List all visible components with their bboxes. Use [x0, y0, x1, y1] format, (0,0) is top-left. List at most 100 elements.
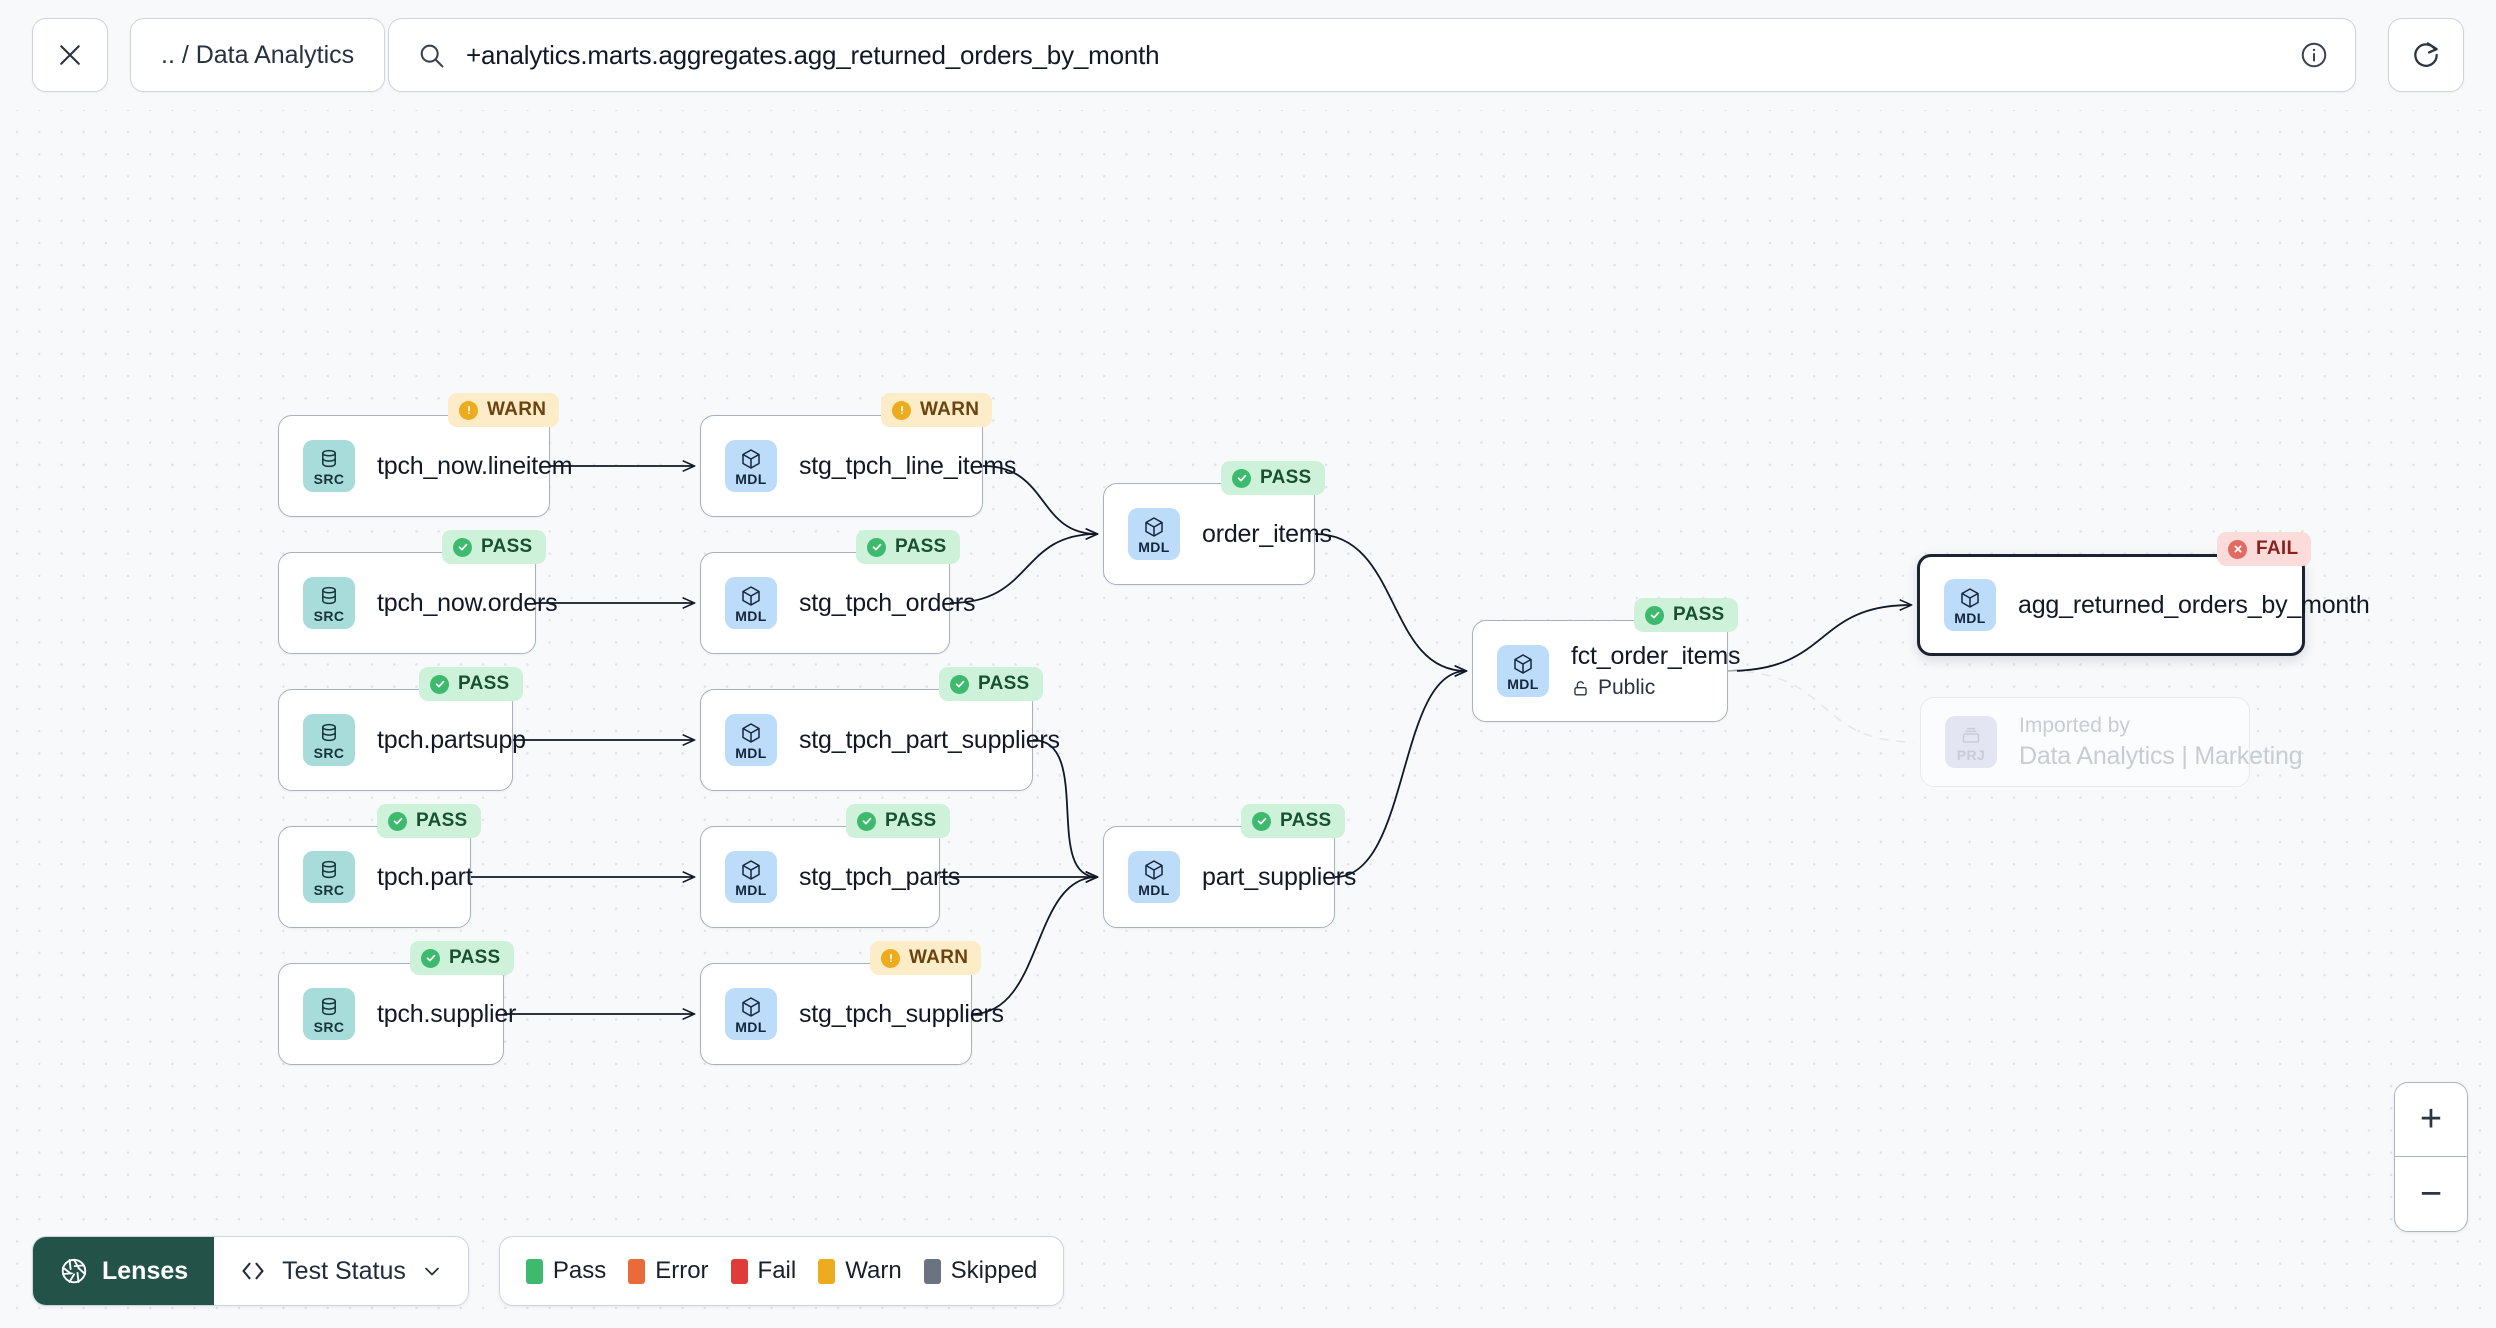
search-input[interactable]: +analytics.marts.aggregates.agg_returned… [466, 39, 1160, 70]
node-text: tpch.part [377, 862, 473, 892]
close-button[interactable] [32, 18, 108, 92]
legend-item-error[interactable]: Error [628, 1257, 709, 1285]
zoom-out-button[interactable]: − [2419, 1172, 2443, 1215]
lenses-label: Lenses [102, 1256, 189, 1285]
graph-node-order_items[interactable]: MDL order_items [1103, 483, 1332, 585]
graph-node-tpch_now_orders[interactable]: SRC tpch_now.orders [278, 552, 558, 654]
graph-node-agg_returned_orders[interactable]: MDL agg_returned_orders_by_month [1917, 554, 2370, 656]
edge-stg_tpch_part_sup-to-part_suppliers [1032, 739, 1097, 877]
legend-swatch-warn [818, 1258, 836, 1284]
node-type-label: SRC [313, 1018, 345, 1035]
graph-node-stg_tpch_parts[interactable]: MDL stg_tpch_parts [700, 826, 961, 928]
cube-icon [1145, 859, 1163, 880]
status-badge-fct_order_items: PASS [1634, 598, 1738, 632]
node-type-chip-mdl: MDL [725, 988, 777, 1040]
status-badge-tpch_now_orders: PASS [442, 530, 546, 564]
status-badge-label: PASS [978, 673, 1030, 694]
node-title: fct_order_items [1571, 642, 1741, 670]
legend-swatch-pass [525, 1258, 543, 1284]
status-badge-tpch_part: PASS [377, 804, 481, 838]
node-type-label: MDL [735, 607, 767, 624]
node-text: agg_returned_orders_by_month [2018, 591, 2370, 620]
search-bar[interactable]: +analytics.marts.aggregates.agg_returned… [388, 18, 2356, 92]
status-badge-stg_tpch_suppliers: WARN [870, 941, 982, 975]
node-type-chip-mdl: MDL [1128, 508, 1180, 560]
graph-node-tpch_now_lineitem[interactable]: SRC tpch_now.lineitem [278, 415, 573, 517]
test-status-dropdown[interactable]: Test Status [214, 1237, 468, 1305]
status-badge-label: PASS [449, 947, 501, 968]
node-title: stg_tpch_part_suppliers [799, 725, 1060, 754]
status-badge-stg_tpch_parts: PASS [846, 804, 950, 838]
node-type-chip-src: SRC [303, 440, 355, 492]
node-type-label: MDL [1507, 675, 1539, 692]
breadcrumb[interactable]: .. / Data Analytics [130, 18, 386, 92]
legend-label: Error [655, 1257, 709, 1284]
node-type-label: SRC [313, 607, 345, 624]
cube-icon [1145, 516, 1163, 537]
graph-node-tpch_supplier[interactable]: SRC tpch.supplier [278, 963, 517, 1065]
graph-node-stg_tpch_suppliers[interactable]: MDL stg_tpch_suppliers [700, 963, 1004, 1065]
node-type-label: MDL [735, 1018, 767, 1035]
node-text: tpch.supplier [377, 999, 517, 1029]
status-badge-stg_tpch_orders: PASS [856, 530, 960, 564]
node-title: tpch.supplier [377, 999, 517, 1028]
status-badge-agg_returned_orders: FAIL [2217, 532, 2312, 566]
status-badge-stg_tpch_line_items: WARN [881, 393, 993, 427]
info-circle-icon[interactable] [2299, 40, 2329, 70]
pass-check-icon [1252, 811, 1271, 831]
status-badge-label: PASS [481, 536, 533, 557]
node-type-label: MDL [735, 881, 767, 898]
cube-icon [742, 996, 760, 1017]
graph-node-fct_order_items[interactable]: MDL fct_order_items Public [1472, 620, 1741, 722]
search-icon [420, 44, 444, 67]
node-title: tpch.part [377, 862, 473, 891]
legend-item-pass[interactable]: Pass [525, 1257, 606, 1285]
zoom-in-button[interactable]: + [2395, 1083, 2467, 1157]
status-badge-label: WARN [909, 947, 969, 968]
node-type-label: MDL [1138, 881, 1170, 898]
graph-node-stg_tpch_orders[interactable]: MDL stg_tpch_orders [700, 552, 976, 654]
status-badge-tpch_supplier: PASS [410, 941, 514, 975]
database-icon [322, 997, 336, 1015]
graph-node-stg_tpch_line_items[interactable]: MDL stg_tpch_line_items [700, 415, 1016, 517]
cube-icon [742, 859, 760, 880]
lenses-button[interactable]: Lenses [33, 1237, 215, 1305]
warn-exclamation-icon [459, 400, 478, 420]
database-icon [322, 723, 336, 741]
status-badge-label: WARN [487, 399, 547, 420]
status-badge-order_items: PASS [1221, 461, 1325, 495]
status-badge-label: PASS [885, 810, 937, 831]
legend-swatch-fail [730, 1258, 748, 1284]
graph-node-tpch_part[interactable]: SRC tpch.part [278, 826, 473, 928]
node-text: stg_tpch_orders [799, 588, 976, 618]
node-title: stg_tpch_orders [799, 588, 976, 617]
legend-swatch-skipped [923, 1258, 941, 1284]
status-badge-tpch_now_lineitem: WARN [448, 393, 560, 427]
legend-item-fail[interactable]: Fail [730, 1257, 796, 1285]
database-icon [322, 586, 336, 604]
node-type-chip-src: SRC [303, 851, 355, 903]
graph-node-imported_by_prj[interactable]: PRJ Imported by Data Analytics | Marketi… [1920, 697, 2303, 787]
cube-icon [1961, 587, 1979, 608]
node-text: fct_order_items Public [1571, 642, 1741, 700]
node-text: tpch.partsupp [377, 726, 526, 755]
node-type-label: MDL [735, 470, 767, 487]
legend-item-warn[interactable]: Warn [818, 1257, 902, 1285]
bottom-toolbar: Lenses Test Status Pass Error Fail Warn … [32, 1236, 1065, 1306]
node-type-chip-src: SRC [303, 714, 355, 766]
graph-node-stg_tpch_part_sup[interactable]: MDL stg_tpch_part_suppliers [700, 689, 1060, 791]
refresh-button[interactable] [2388, 18, 2464, 92]
graph-node-part_suppliers[interactable]: MDL part_suppliers [1103, 826, 1356, 928]
graph-node-tpch_partsupp[interactable]: SRC tpch.partsupp [278, 689, 526, 791]
node-title: stg_tpch_parts [799, 862, 961, 891]
node-text: Imported by Data Analytics | Marketing [2019, 713, 2303, 771]
pass-check-icon [950, 674, 969, 694]
legend-item-skipped[interactable]: Skipped [923, 1257, 1037, 1285]
node-title: tpch_now.lineitem [377, 451, 573, 480]
node-type-chip-mdl: MDL [725, 851, 777, 903]
edge-fct_order_items-to-agg_returned_orders [1727, 605, 1911, 672]
node-supertitle: Imported by [2019, 713, 2130, 737]
status-badge-label: PASS [1280, 810, 1332, 831]
